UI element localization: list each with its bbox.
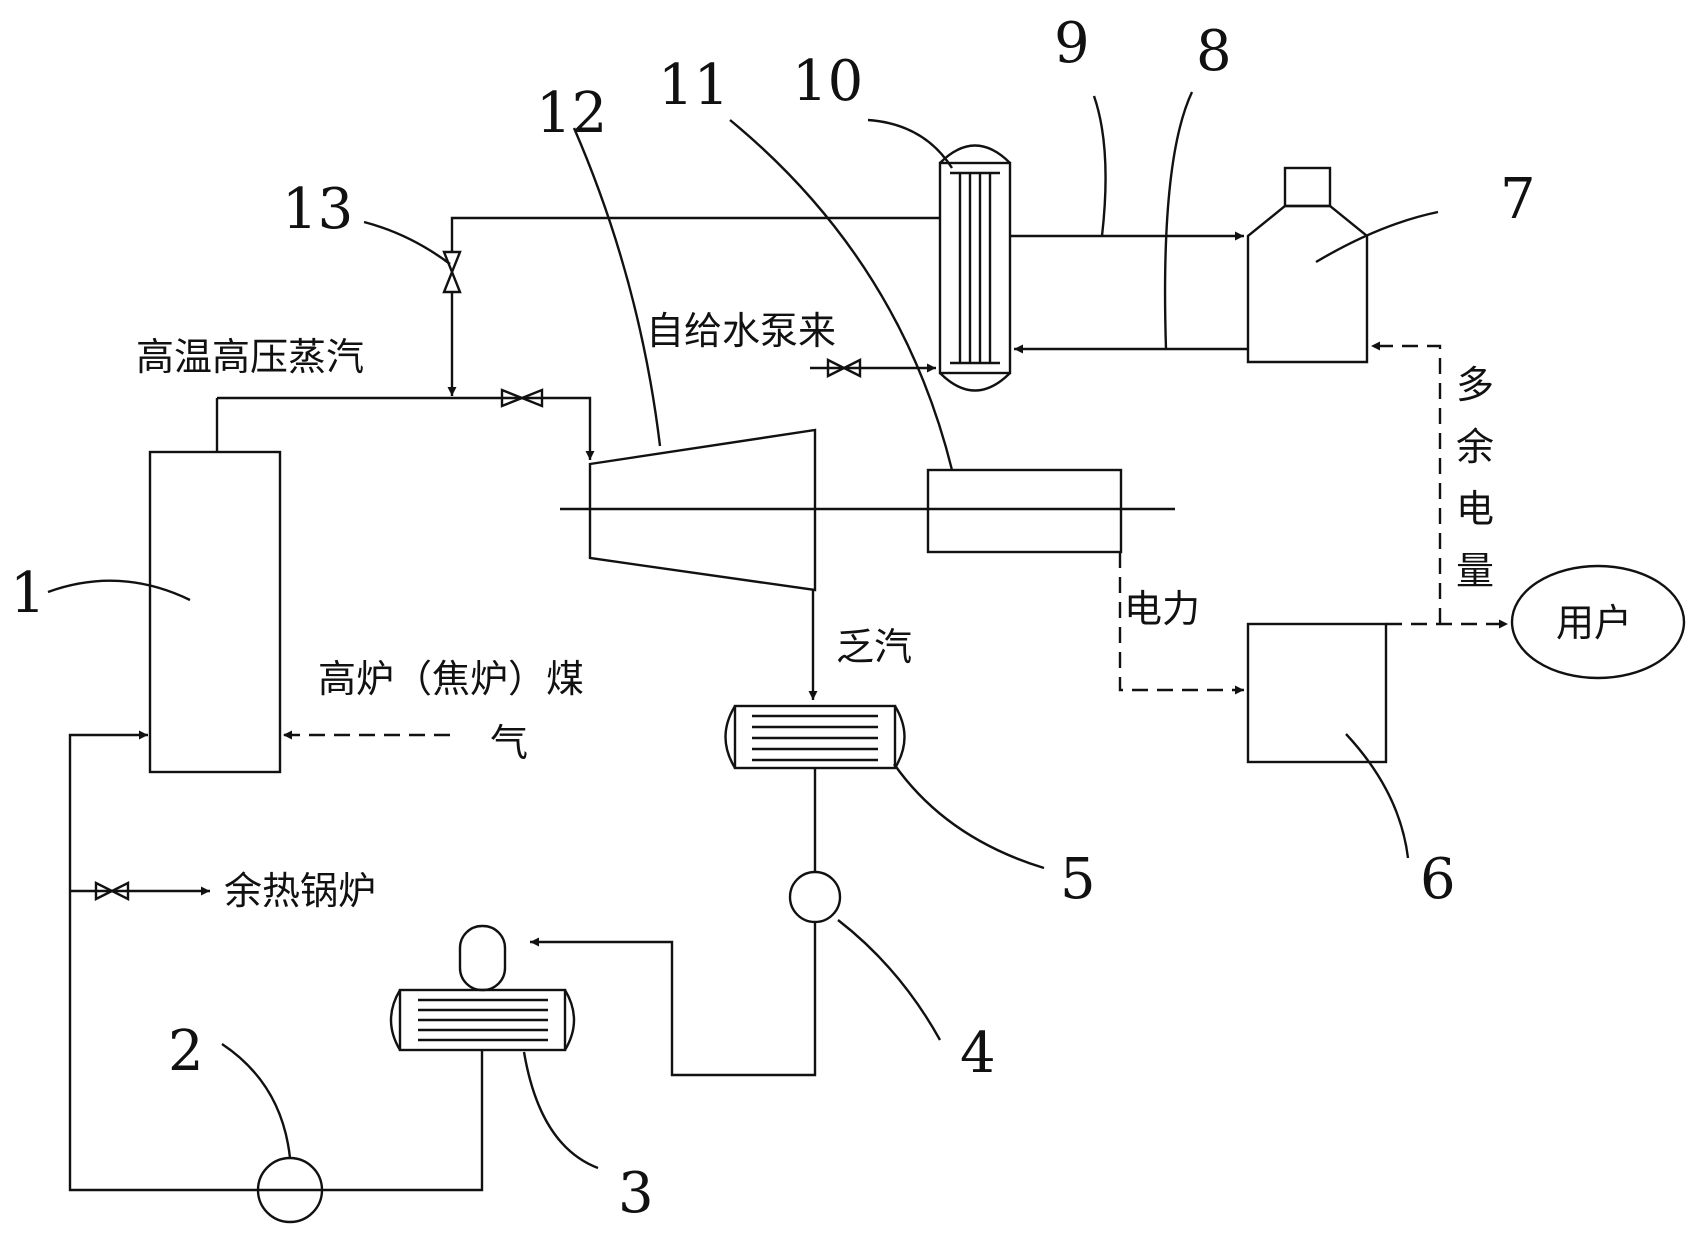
label-3: 3 bbox=[618, 1161, 654, 1226]
bypass-line-13 bbox=[442, 216, 940, 396]
label-surplus-4: 量 bbox=[1456, 549, 1494, 593]
label-exhaust: 乏汽 bbox=[836, 625, 912, 669]
label-7: 7 bbox=[1500, 167, 1536, 232]
boiler-1 bbox=[148, 398, 282, 774]
label-4: 4 bbox=[960, 1021, 996, 1086]
leader-2 bbox=[221, 1043, 292, 1159]
label-10: 10 bbox=[792, 49, 863, 114]
steam-turbine-12 bbox=[560, 428, 1175, 592]
label-8: 8 bbox=[1196, 19, 1232, 84]
leader-12 bbox=[572, 127, 662, 447]
label-11: 11 bbox=[658, 53, 729, 118]
leader-5 bbox=[893, 763, 1045, 870]
pump-4 bbox=[788, 870, 842, 924]
label-1: 1 bbox=[10, 561, 46, 626]
deaerator-3 bbox=[389, 924, 576, 1052]
label-feedwater: 自给水泵来 bbox=[646, 309, 836, 353]
label-5: 5 bbox=[1060, 847, 1096, 912]
bypass-valve-13-icon bbox=[442, 250, 462, 294]
unit-6 bbox=[1246, 622, 1388, 764]
leader-13 bbox=[363, 220, 451, 265]
label-user: 用户 bbox=[1556, 601, 1632, 645]
label-surplus-2: 余 bbox=[1456, 425, 1494, 469]
label-2: 2 bbox=[168, 1019, 204, 1084]
steam-valve-icon bbox=[500, 388, 544, 408]
power-line bbox=[1118, 552, 1244, 695]
label-steam: 高温高压蒸汽 bbox=[136, 335, 364, 379]
leader-11 bbox=[729, 119, 954, 471]
heat-exchanger-10 bbox=[938, 144, 1012, 392]
label-6: 6 bbox=[1420, 847, 1456, 912]
surplus-power-line bbox=[1371, 341, 1442, 624]
label-surplus-3: 电 bbox=[1456, 487, 1494, 531]
leader-9 bbox=[1092, 95, 1107, 237]
label-power: 电力 bbox=[1124, 587, 1200, 631]
leader-10 bbox=[867, 118, 954, 169]
steam-main-line bbox=[217, 388, 595, 460]
label-12: 12 bbox=[536, 81, 607, 146]
label-waste-boiler: 余热锅炉 bbox=[224, 869, 376, 913]
waste-boiler-branch bbox=[70, 881, 210, 901]
leader-4 bbox=[837, 919, 942, 1041]
generator-11 bbox=[926, 468, 1123, 554]
waste-boiler-valve-icon bbox=[94, 881, 130, 901]
label-13: 13 bbox=[282, 177, 353, 242]
label-gas-line1: 高炉（焦炉）煤 bbox=[318, 657, 584, 701]
leader-6 bbox=[1345, 733, 1410, 859]
condenser-5 bbox=[724, 704, 906, 770]
feed-pump-2 bbox=[256, 1156, 324, 1224]
feedwater-input-line bbox=[810, 358, 936, 378]
leader-7 bbox=[1315, 210, 1439, 264]
leader-1 bbox=[47, 579, 191, 602]
feedwater-valve-icon bbox=[826, 358, 862, 378]
user-node bbox=[1510, 564, 1686, 680]
label-surplus-1: 多 bbox=[1456, 363, 1494, 407]
leader-3 bbox=[522, 1051, 599, 1170]
label-9: 9 bbox=[1054, 11, 1090, 76]
unit-7 bbox=[1246, 166, 1369, 364]
label-gas-line2: 气 bbox=[490, 721, 528, 765]
leader-8 bbox=[1163, 91, 1194, 350]
